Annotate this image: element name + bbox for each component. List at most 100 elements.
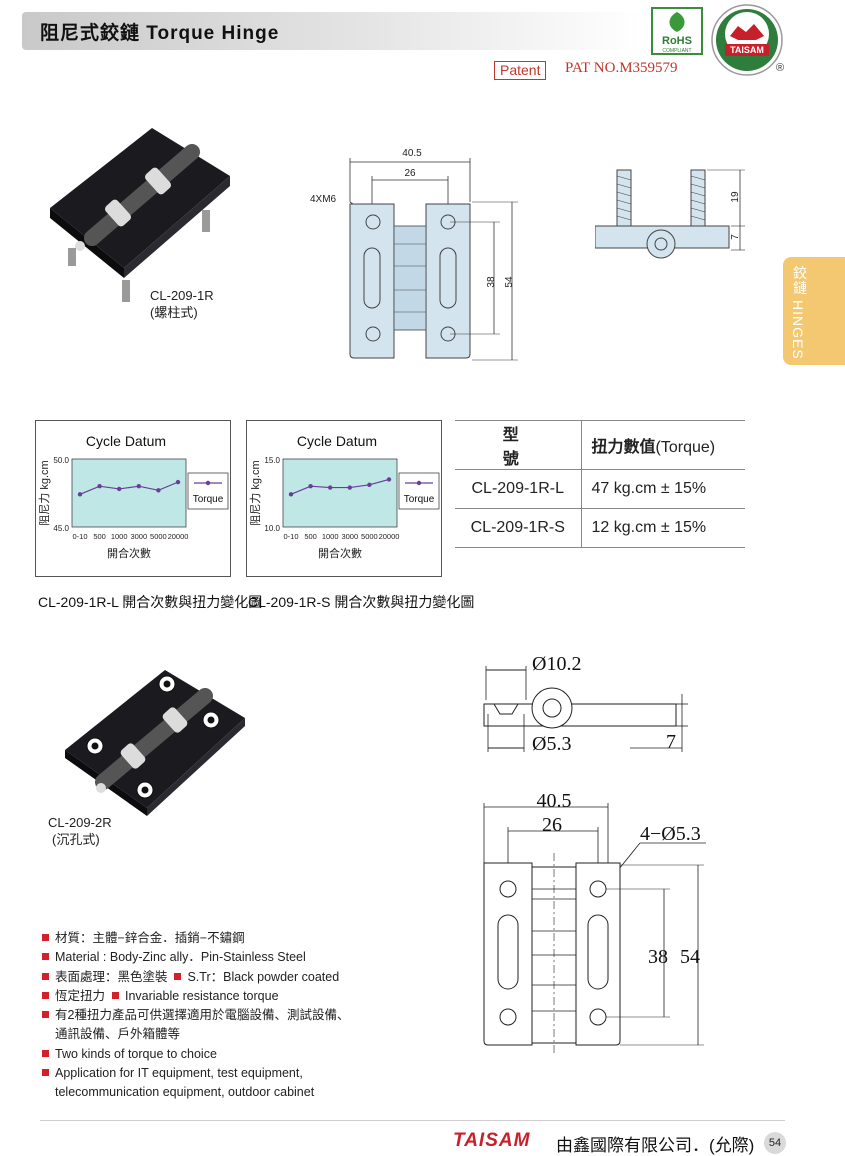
dim-h2-2: 54 [680,946,700,968]
list-item: 表面處理：黑色塗裝 S.Tr：Black powder coated [42,968,422,987]
dim-dia-bottom: Ø5.3 [532,733,571,755]
x-tick-label: 3000 [130,532,147,541]
dim-thread: 4XM6 [310,194,337,205]
data-point [386,477,392,482]
product1-type: (螺柱式) [150,305,198,320]
product2-model: CL-209-2R [48,815,112,830]
plot-area [282,458,398,528]
footer-company: 由鑫國際有限公司．(允際) [556,1136,755,1155]
list-item: Material : Body-Zinc ally．Pin-Stainless … [42,948,422,967]
bullet-icon [42,953,49,961]
data-point [175,479,181,485]
row-model: CL-209-1R-S [455,508,582,548]
list-item: 恆定扭力 Invariable resistance torque [42,987,422,1006]
bullet-icon [42,1011,49,1019]
y-tick-label: 15.0 [264,456,280,465]
data-point [328,485,333,490]
row-model: CL-209-1R-L [455,469,582,509]
dim-h: 7 [666,731,676,753]
table-row: CL-209-1R-S 12 kg.cm ± 15% [455,508,745,548]
data-point [347,485,352,490]
header-model: 型號 [455,420,582,470]
front-view-drawing-1: 40.5 26 4XM6 38 54 [310,148,518,361]
y-tick-label: 50.0 [53,456,69,465]
footer-brand: TAISAM [453,1130,531,1151]
side-view-drawing-2: Ø10.2 Ø5.3 7 [483,653,688,755]
header-torque: 扭力數值(Torque) [581,420,745,470]
legend-box [187,472,229,510]
data-point [367,482,372,488]
footer-divider [40,1120,785,1121]
row-torque: 47 kg.cm ± 15% [581,469,745,509]
chart-L-caption: CL-209-1R-L 開合次數與扭力變化圖 [38,594,263,610]
x-tick-label: 3000 [341,532,358,541]
x-tick-label: 500 [93,532,106,541]
x-tick-label: 0-10 [283,532,298,541]
data-point [77,492,83,497]
list-item: Two kinds of torque to choice [42,1045,422,1064]
x-tick-label: 1000 [111,532,128,541]
legend-marker [416,480,422,486]
x-tick-label: 5000 [361,532,378,541]
feature-list: 材質：主體−鋅合金．插銷−不鏽鋼 Material : Body-Zinc al… [42,929,422,1103]
list-item: 通訊設備、戶外箱體等 [55,1027,181,1042]
x-tick-label: 1000 [322,532,339,541]
chart-title: Cycle Datum [297,433,377,449]
dim-pitch: 26 [404,168,416,179]
bullet-icon [42,991,49,999]
legend-box [398,472,440,510]
list-item: telecommunication equipment, outdoor cab… [55,1085,315,1100]
legend-marker [205,480,211,486]
seal-text: TAISAM [730,45,764,55]
registered-mark: ® [776,62,785,74]
taisam-seal: TAISAM [711,4,783,76]
data-point [97,484,102,489]
dragon-icon [730,24,764,40]
y-axis-label: 阻尼力 kg.cm [38,460,51,525]
y-tick-label: 10.0 [264,524,280,533]
dim-dia-top: Ø10.2 [532,653,581,675]
bullet-icon [42,934,49,941]
data-point [117,486,122,492]
page-title: 阻尼式鉸鏈 Torque Hinge [40,23,280,44]
x-tick-label: 0-10 [72,532,87,541]
x-tick-label: 20000 [168,532,189,541]
y-tick-label: 45.0 [53,524,69,533]
title-bar [22,12,642,50]
x-axis-label: 開合次數 [107,546,151,560]
dim-h1-2: 38 [648,946,668,968]
x-axis-label: 開合次數 [318,546,362,560]
front-view-drawing-2: 40.5 26 4−Ø5.3 38 54 [483,790,706,1055]
product2-type: (沉孔式) [52,832,100,847]
dim-width: 40.5 [402,148,422,159]
product1-model: CL-209-1R [150,288,214,303]
legend-label: Torque [404,494,435,505]
dim-side-h1: 19 [730,191,741,203]
product-photo-2r [65,670,245,816]
dim-pitch2: 26 [542,814,562,836]
chart-title: Cycle Datum [86,433,166,449]
y-axis-label: 阻尼力 kg.cm [249,460,262,525]
dim-h2: 54 [504,276,515,288]
table-header-row: 型號 扭力數值(Torque) [455,420,745,470]
spec-table: 型號 扭力數值(Torque) CL-209-1R-L 47 kg.cm ± 1… [455,420,745,548]
series-line [290,478,390,495]
dim-holes: 4−Ø5.3 [640,823,701,845]
data-point [288,492,294,497]
bullet-icon [42,972,49,980]
rohs-sub: COMPLIANT [662,48,691,54]
bullet-icon [42,1069,49,1077]
side-view-drawing-1: 19 7 [595,169,745,259]
x-tick-label: 500 [304,532,317,541]
x-tick-label: 20000 [379,532,400,541]
side-tab-zh: 鉸鏈 [793,265,807,296]
rohs-logo: RoHS COMPLIANT [651,7,703,55]
rohs-text: RoHS [662,35,692,47]
chart-S-caption: CL-209-1R-S 開合次數與扭力變化圖 [248,594,475,610]
side-tab[interactable] [783,257,845,365]
bullet-icon [174,972,182,980]
row-torque: 12 kg.cm ± 15% [581,508,745,548]
